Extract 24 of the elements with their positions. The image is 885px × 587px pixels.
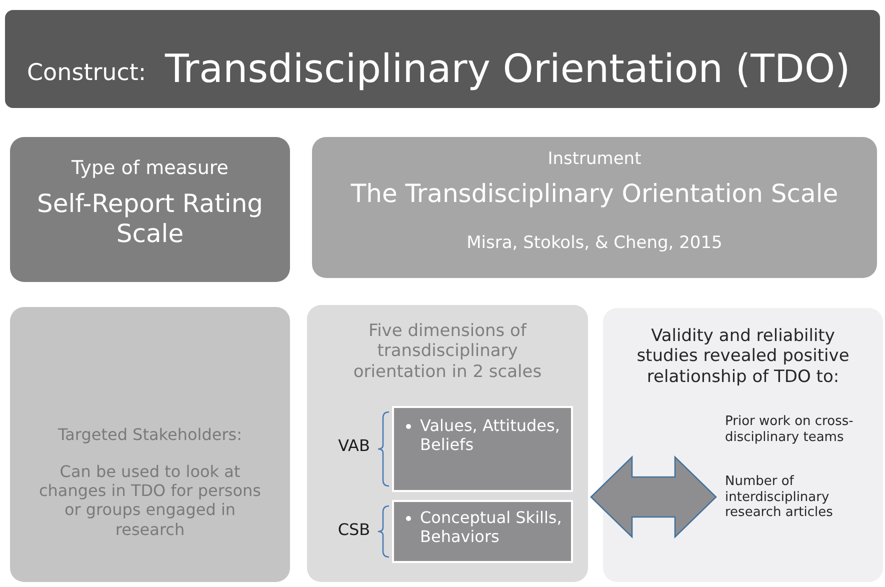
- construct-title: Transdisciplinary Orientation (TDO): [165, 47, 852, 94]
- box-heading: Targeted Stakeholders:: [56, 425, 244, 444]
- double-block-arrow: [590, 455, 717, 539]
- box-value: The Transdisciplinary Orientation Scale: [350, 179, 840, 209]
- scale-items: Conceptual Skills, Behaviors: [420, 508, 563, 546]
- measure-type-box: [10, 137, 290, 282]
- instrument-box: [312, 137, 877, 278]
- related-item: Number of interdisciplinary research articles: [725, 474, 834, 521]
- box-heading: Instrument: [546, 149, 642, 170]
- construct-label: Construct:: [27, 60, 148, 88]
- scale-items: Values, Attitudes, Beliefs: [420, 416, 561, 454]
- stakeholders-box: [10, 307, 290, 582]
- citation-text: Misra, Stokols, & Cheng, 2015: [466, 233, 724, 254]
- box-heading: Type of measure: [70, 157, 230, 180]
- related-item: Prior work on cross-disciplinary teams: [725, 414, 854, 446]
- box-heading: Five dimensions of transdisciplinary orientation in 2 scales: [352, 321, 543, 382]
- box-heading: Validity and reliability studies revealed positive relationship of TDO to:: [636, 326, 850, 388]
- validity-box: [603, 308, 883, 582]
- scale-abbreviation: VAB: [337, 436, 371, 456]
- scale-abbreviation: CSB: [336, 520, 372, 540]
- dimensions-box: [307, 305, 588, 582]
- description-text: Can be used to look at changes in TDO for persons or groups engaged in research: [38, 462, 262, 539]
- box-value: Self-Report Rating Scale: [36, 189, 264, 249]
- title-banner: [5, 10, 880, 108]
